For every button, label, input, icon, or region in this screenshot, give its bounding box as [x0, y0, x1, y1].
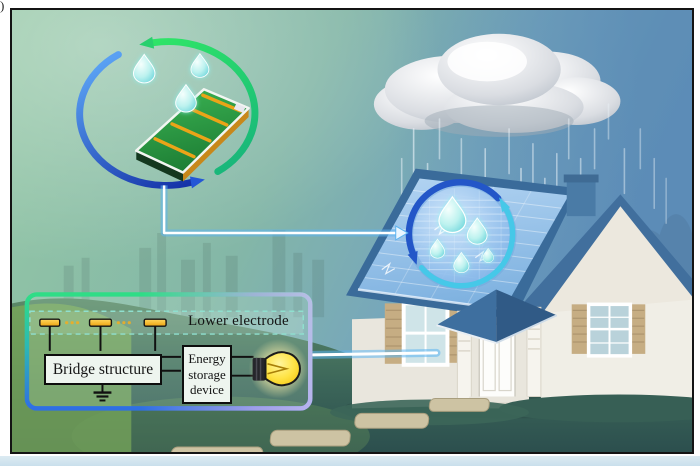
electrode-bar-icon: [39, 318, 167, 327]
bottom-margin-strip: [0, 456, 700, 466]
figure-corner-label: ): [0, 0, 5, 13]
bridge-structure-box: Bridge structure: [44, 354, 162, 385]
circuit-wires: [48, 326, 254, 377]
electrical-ground-icon: [93, 381, 112, 402]
flow-arrow-icon: [395, 225, 409, 241]
right-window: [571, 302, 646, 358]
harvester-cycle: [76, 36, 259, 189]
scene-canvas: Lower electrode Bridge structure Energy …: [10, 8, 694, 454]
rain-cloud-icon: [373, 33, 621, 137]
cycle-arrows-icon: [405, 179, 516, 289]
bulb-to-house-connector: [309, 348, 441, 359]
solar-panel-zoom-circle-icon: [405, 179, 517, 290]
light-bulb-icon: [248, 339, 309, 399]
lower-electrode-label: Lower electrode: [188, 313, 289, 329]
circuit-panel: [24, 292, 313, 411]
scene-illustration: [12, 10, 692, 452]
device-to-panel-connector: [160, 185, 409, 241]
energy-storage-box: Energy storage device: [182, 345, 232, 404]
cycle-arrows-icon: [76, 36, 259, 189]
chimney: [563, 174, 599, 217]
stepping-stones: [170, 397, 490, 452]
porch: [436, 289, 558, 409]
